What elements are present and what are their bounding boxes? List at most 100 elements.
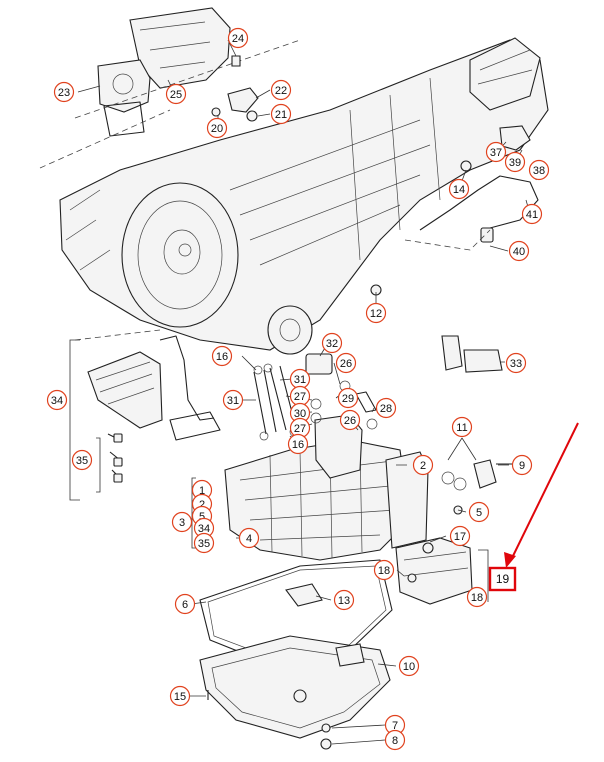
- callout-circle: [451, 416, 473, 438]
- callout-number: 5: [199, 511, 205, 523]
- callout-31[interactable]: 31: [222, 389, 244, 411]
- callout-circle: [339, 409, 361, 431]
- callout-number: 1: [199, 485, 205, 497]
- callout-circle: [222, 389, 244, 411]
- highlight-box: [488, 566, 517, 592]
- callout-number: 25: [170, 89, 182, 101]
- callout-number: 18: [471, 592, 483, 604]
- callout-circle: [174, 593, 196, 615]
- callout-24[interactable]: 24: [227, 27, 249, 49]
- callout-3[interactable]: 3: [171, 511, 193, 533]
- highlight-arrow: [511, 422, 579, 559]
- callout-31[interactable]: 31: [289, 368, 311, 390]
- callout-10[interactable]: 10: [398, 655, 420, 677]
- callout-26[interactable]: 26: [339, 409, 361, 431]
- callout-number: 13: [338, 595, 350, 607]
- callout-circle: [504, 151, 526, 173]
- callout-34[interactable]: 34: [46, 389, 68, 411]
- tubes-seals-part: [253, 353, 378, 441]
- callout-circle: [398, 655, 420, 677]
- callout-20[interactable]: 20: [206, 117, 228, 139]
- callout-32[interactable]: 32: [321, 332, 343, 354]
- callout-11[interactable]: 11: [451, 416, 473, 438]
- highlighted-callout[interactable]: 19: [488, 566, 517, 592]
- callout-circle: [528, 159, 550, 181]
- callout-number: 18: [378, 565, 390, 577]
- callout-circle: [448, 178, 470, 200]
- filter-part: [395, 537, 473, 605]
- callout-number: 10: [403, 661, 415, 673]
- callout-6[interactable]: 6: [174, 593, 196, 615]
- callout-number: 29: [342, 393, 354, 405]
- callout-15[interactable]: 15: [169, 685, 191, 707]
- callout-number: 27: [294, 391, 306, 403]
- callout-17[interactable]: 17: [449, 525, 471, 547]
- callout-14[interactable]: 14: [448, 178, 470, 200]
- callout-4[interactable]: 4: [238, 527, 260, 549]
- callout-circle: [335, 352, 357, 374]
- callout-number: 11: [456, 422, 467, 434]
- callout-circle: [449, 525, 471, 547]
- callout-34[interactable]: 34: [193, 517, 215, 539]
- callout-circle: [287, 433, 309, 455]
- callout-27[interactable]: 27: [289, 417, 311, 439]
- callout-number: 16: [292, 439, 304, 451]
- callout-23[interactable]: 23: [53, 81, 75, 103]
- callout-25[interactable]: 25: [165, 83, 187, 105]
- callout-circle: [211, 345, 233, 367]
- callout-18[interactable]: 18: [373, 559, 395, 581]
- callout-9[interactable]: 9: [511, 454, 533, 476]
- connector-group-part: [441, 335, 514, 515]
- callout-circle: [505, 352, 527, 374]
- callout-circle: [485, 141, 507, 163]
- callout-2[interactable]: 2: [412, 454, 434, 476]
- callout-number: 37: [490, 147, 502, 159]
- callout-26[interactable]: 26: [335, 352, 357, 374]
- callout-number: 20: [211, 123, 223, 135]
- callout-39[interactable]: 39: [504, 151, 526, 173]
- callout-13[interactable]: 13: [333, 589, 355, 611]
- callout-number: 27: [294, 423, 306, 435]
- callout-circle: [227, 27, 249, 49]
- callout-circle: [238, 527, 260, 549]
- callout-22[interactable]: 22: [270, 79, 292, 101]
- callout-5[interactable]: 5: [468, 501, 490, 523]
- callout-8[interactable]: 8: [384, 729, 406, 751]
- callout-38[interactable]: 38: [528, 159, 550, 181]
- callout-33[interactable]: 33: [505, 352, 527, 374]
- callout-18[interactable]: 18: [466, 586, 488, 608]
- callout-number: 12: [370, 308, 382, 320]
- callout-1[interactable]: 1: [191, 479, 213, 501]
- callout-circle: [333, 589, 355, 611]
- callout-37[interactable]: 37: [485, 141, 507, 163]
- callout-40[interactable]: 40: [508, 240, 530, 262]
- callout-circle: [169, 685, 191, 707]
- callout-21[interactable]: 21: [270, 103, 292, 125]
- callout-35[interactable]: 35: [71, 449, 93, 471]
- callout-16[interactable]: 16: [287, 433, 309, 455]
- callout-number: 33: [510, 358, 522, 370]
- callout-number: 6: [182, 599, 188, 611]
- callout-number: 30: [294, 408, 306, 420]
- callout-number: 3: [179, 517, 185, 529]
- callout-27[interactable]: 27: [289, 385, 311, 407]
- callout-41[interactable]: 41: [521, 203, 543, 225]
- callout-number: 34: [51, 395, 63, 407]
- callout-16[interactable]: 16: [211, 345, 233, 367]
- callout-number: 41: [526, 209, 538, 221]
- callout-number: 9: [519, 460, 525, 472]
- callout-12[interactable]: 12: [365, 302, 387, 324]
- callout-circle: [206, 117, 228, 139]
- callout-circle: [270, 79, 292, 101]
- wiring-harness-part: [87, 335, 221, 441]
- callout-number: 21: [275, 109, 287, 121]
- highlight-label: 19: [496, 572, 510, 586]
- callout-number: 8: [392, 735, 398, 747]
- callout-35[interactable]: 35: [193, 532, 215, 554]
- callout-number: 35: [76, 455, 88, 467]
- callout-28[interactable]: 28: [375, 397, 397, 419]
- callout-number: 23: [58, 87, 70, 99]
- callout-29[interactable]: 29: [337, 387, 359, 409]
- bracket-part: [211, 55, 259, 122]
